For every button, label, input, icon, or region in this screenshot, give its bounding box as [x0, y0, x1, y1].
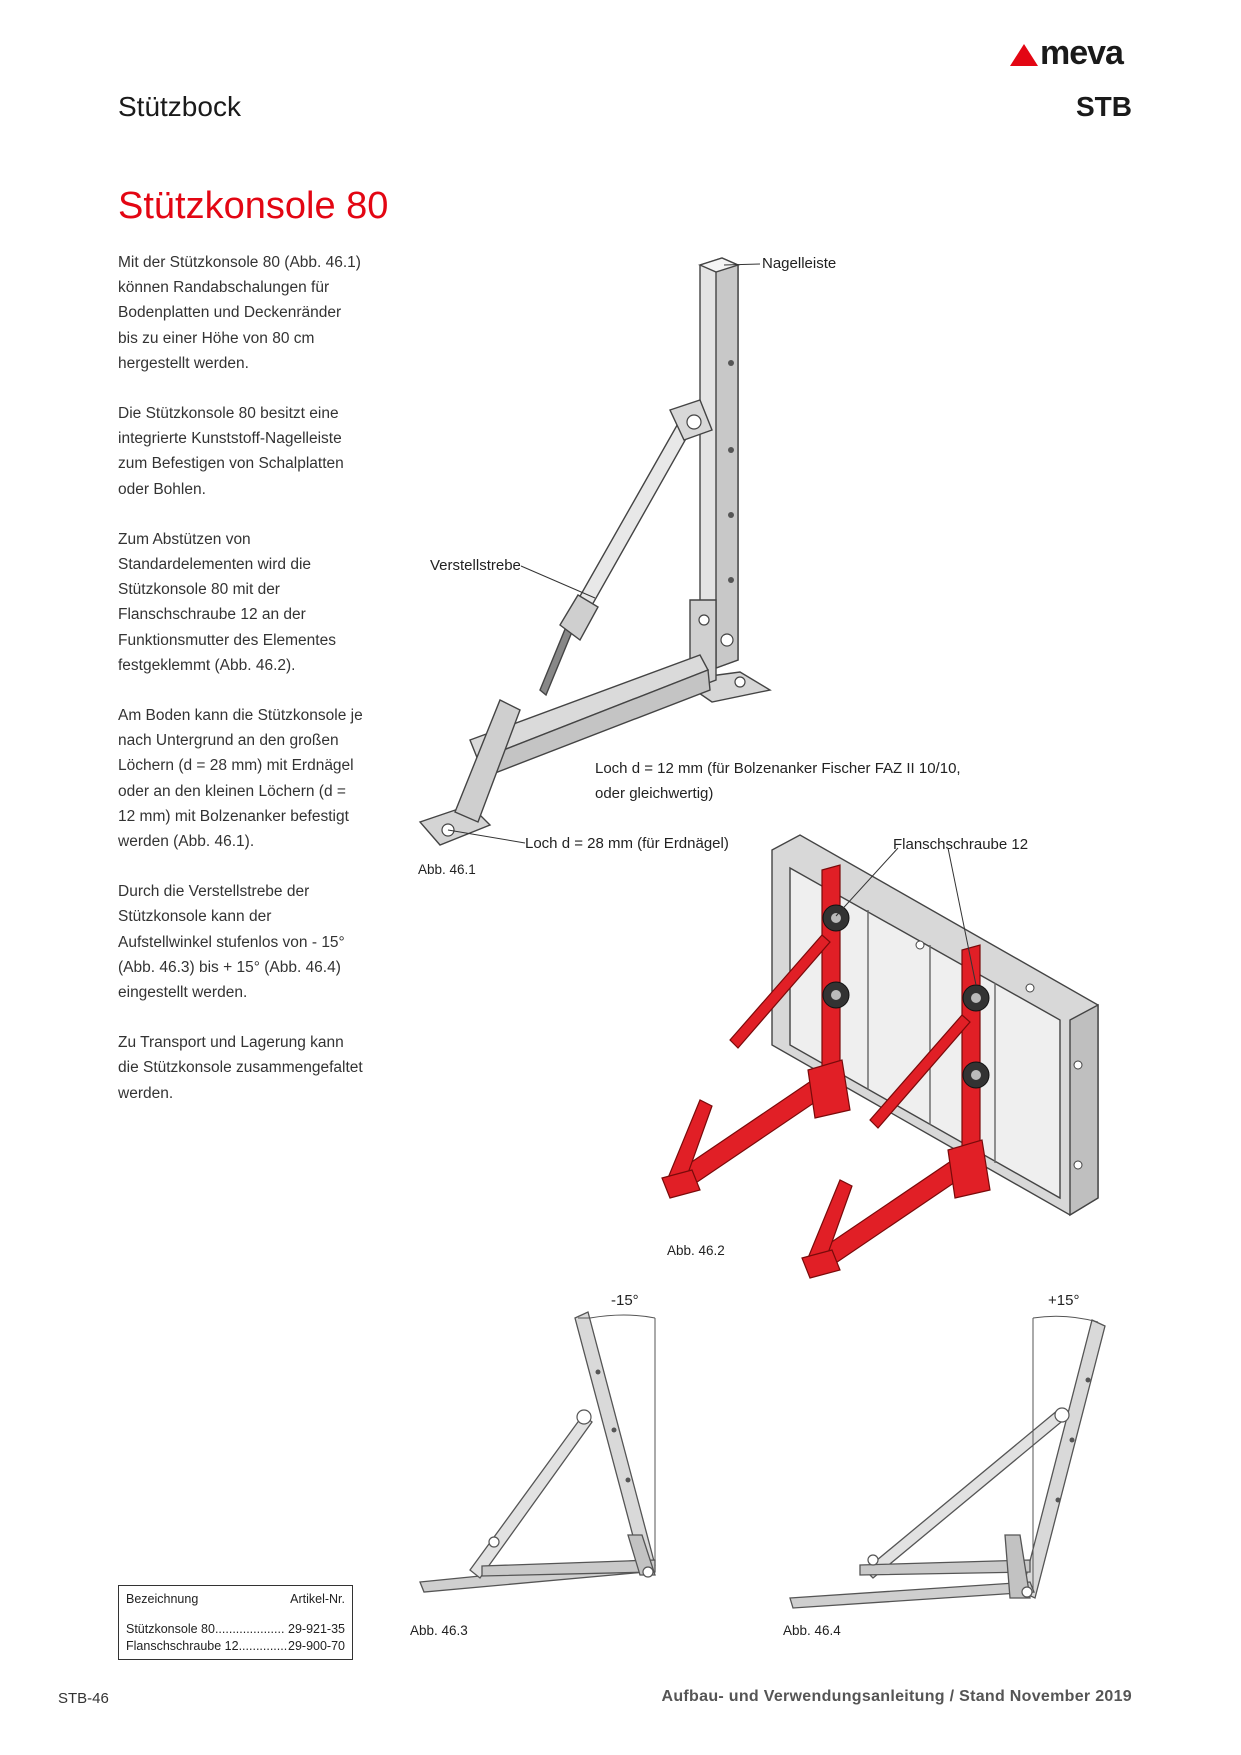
paragraph-1: Mit der Stützkonsole 80 (Abb. 46.1) könn… [118, 254, 361, 372]
logo-text: meva [1040, 34, 1124, 72]
section-title: Stützbock [118, 91, 241, 122]
label-verstellstrebe: Verstellstrebe [430, 557, 521, 574]
label-loch-12-line2: oder gleichwertig) [595, 785, 714, 802]
header-bezeichnung: Bezeichnung [126, 1592, 199, 1606]
body-text: Mit der Stützkonsole 80 (Abb. 46.1) könn… [118, 250, 363, 1131]
caption-abb-46-2: Abb. 46.2 [667, 1243, 725, 1258]
caption-abb-46-4: Abb. 46.4 [783, 1623, 841, 1638]
label-loch-12-line1: Loch d = 12 mm (für Bolzenanker Fischer … [595, 760, 961, 777]
angle-minus-15: -15° [611, 1292, 639, 1309]
paragraph-3: Zum Abstützen von Standardelementen wird… [118, 530, 336, 674]
paragraph-2: Die Stützkonsole 80 besitzt eine integri… [118, 405, 344, 498]
table-row: Stützkonsole 80.................... 29-9… [126, 1622, 345, 1636]
parts-table-header: Bezeichnung Artikel-Nr. [126, 1592, 345, 1606]
logo-triangle-icon [1010, 44, 1038, 66]
parts-table: Bezeichnung Artikel-Nr. Stützkonsole 80.… [118, 1585, 353, 1660]
page-number: STB-46 [58, 1690, 109, 1707]
paragraph-6: Zu Transport und Lagerung kann die Stütz… [118, 1034, 363, 1102]
label-loch-28: Loch d = 28 mm (für Erdnägel) [525, 835, 729, 852]
caption-abb-46-1: Abb. 46.1 [418, 862, 476, 877]
paragraph-5: Durch die Verstellstrebe der Stützkonsol… [118, 883, 345, 1002]
meva-logo: meva [1010, 36, 1138, 72]
footer-document-title: Aufbau- und Verwendungsanleitung / Stand… [661, 1688, 1132, 1705]
row-2-name: Flanschschraube 12.............. [126, 1639, 288, 1653]
caption-abb-46-3: Abb. 46.3 [410, 1623, 468, 1638]
header-artikel-nr: Artikel-Nr. [290, 1592, 345, 1606]
product-code: STB [1076, 91, 1132, 122]
paragraph-4: Am Boden kann die Stützkonsole je nach U… [118, 707, 363, 851]
angle-plus-15: +15° [1048, 1292, 1080, 1309]
row-1-name: Stützkonsole 80.................... [126, 1622, 285, 1636]
page-heading: Stützkonsole 80 [118, 185, 389, 227]
label-flanschschraube: Flanschschraube 12 [893, 836, 1029, 853]
row-2-number: 29-900-70 [288, 1639, 345, 1653]
label-nagelleiste: Nagelleiste [762, 255, 837, 272]
row-1-number: 29-921-35 [288, 1622, 345, 1636]
table-row: Flanschschraube 12.............. 29-900-… [126, 1639, 345, 1653]
